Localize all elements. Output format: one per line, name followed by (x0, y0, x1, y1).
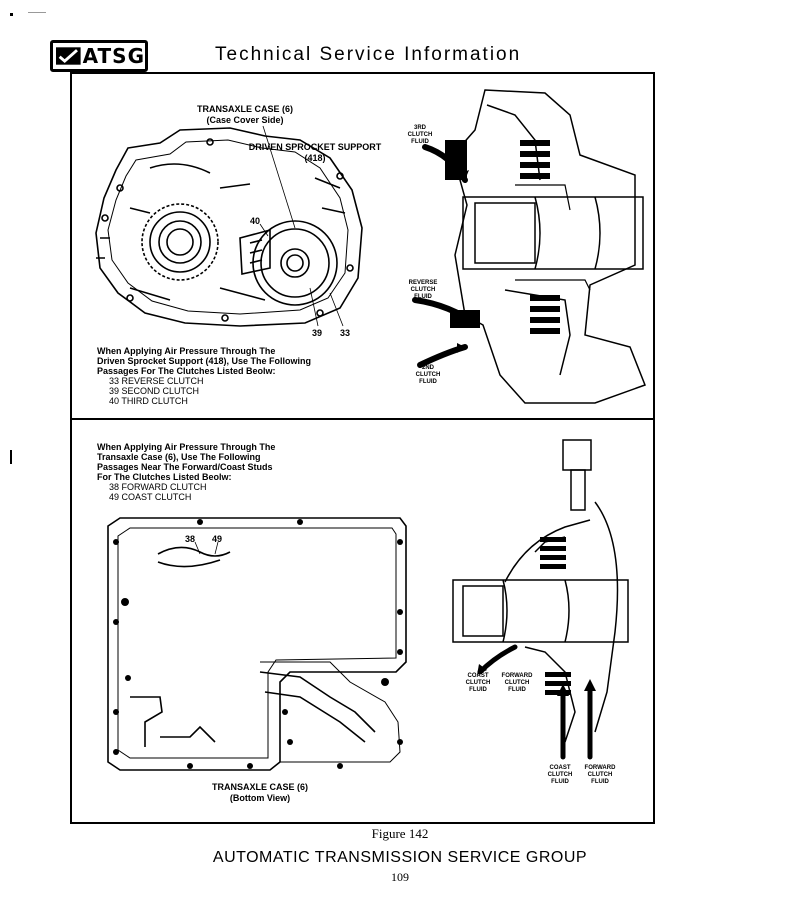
fluid-label-line: FLUID (591, 779, 609, 785)
bottom-note-line: Transaxle Case (6), Use The Following (97, 452, 261, 462)
fluid-label-line: CLUTCH (407, 132, 433, 138)
clutch-item: 33 REVERSE CLUTCH (109, 376, 204, 386)
fluid-label-forward-upper: FORWARD CLUTCH FLUID (495, 673, 539, 694)
top-case-label: TRANSAXLE CASE (6) (Case Cover Side) (175, 104, 315, 126)
fluid-label-line: CLUTCH (415, 372, 441, 378)
fluid-label-line: COAST (467, 673, 489, 679)
fluid-label-line: FORWARD (584, 765, 616, 771)
scan-mark (10, 13, 13, 16)
case-cover-drawing (95, 125, 363, 327)
clutch-cross-section-top (412, 89, 646, 404)
fluid-label-line: CLUTCH (587, 772, 613, 778)
clutch-item: 38 FORWARD CLUTCH (109, 482, 207, 492)
header-title: Technical Service Information (215, 44, 522, 65)
clutch-item: 49 COAST CLUTCH (109, 492, 192, 502)
fluid-label-line: CLUTCH (504, 680, 530, 686)
top-note-line: When Applying Air Pressure Through The (97, 346, 276, 356)
callout-49: 49 (212, 534, 223, 544)
scan-mark (28, 12, 46, 13)
fluid-label-line: FLUID (411, 139, 429, 145)
fluid-label-line: FORWARD (501, 673, 533, 679)
fluid-label-reverse: REVERSE CLUTCH FLUID (400, 280, 446, 301)
atsg-logo: ATSG (50, 40, 148, 72)
panel-divider (70, 418, 655, 420)
clutch-item: 40 THIRD CLUTCH (109, 396, 188, 406)
fluid-label-forward-lower: FORWARD CLUTCH FLUID (578, 765, 622, 786)
fluid-label-line: CLUTCH (547, 772, 573, 778)
top-note-line: Passages For The Clutches Listed Beolw: (97, 366, 276, 376)
footer-title: AUTOMATIC TRANSMISSION SERVICE GROUP (212, 849, 588, 866)
bottom-case-title: TRANSAXLE CASE (6) (211, 782, 308, 792)
fluid-label-line: FLUID (508, 687, 526, 693)
support-number: (418) (304, 153, 326, 163)
clutch-cross-section-bottom (452, 439, 629, 760)
fluid-label-line: FLUID (469, 687, 487, 693)
top-note-line: Driven Sprocket Support (418), Use The F… (97, 356, 312, 366)
figure-caption: Figure 142 (371, 826, 429, 841)
bottom-case-subtitle: (Bottom View) (229, 793, 291, 803)
fluid-label-2nd: 2ND CLUTCH FLUID (408, 365, 448, 386)
checkmark-icon (56, 47, 81, 65)
bottom-note: When Applying Air Pressure Through The T… (97, 442, 347, 502)
top-case-title: TRANSAXLE CASE (6) (196, 104, 293, 114)
support-title: DRIVEN SPROCKET SUPPORT (248, 142, 382, 152)
callout-40: 40 (250, 216, 261, 226)
fluid-label-line: FLUID (419, 379, 437, 385)
bottom-case-label: TRANSAXLE CASE (6) (Bottom View) (190, 782, 330, 804)
top-note: When Applying Air Pressure Through The D… (97, 346, 357, 406)
fluid-label-line: 3RD (413, 125, 426, 131)
callout-39: 39 (312, 328, 323, 338)
fluid-label-line: FLUID (551, 779, 569, 785)
top-case-subtitle: (Case Cover Side) (206, 115, 284, 125)
figure-frame (70, 72, 655, 824)
fluid-label-coast-lower: COAST CLUTCH FLUID (540, 765, 580, 786)
page-number: 109 (391, 870, 409, 884)
callout-38: 38 (185, 534, 196, 544)
callout-33: 33 (340, 328, 351, 338)
bottom-note-line: For The Clutches Listed Beolw: (97, 472, 232, 482)
fluid-label-coast-upper: COAST CLUTCH FLUID (458, 673, 498, 694)
scan-mark (10, 450, 12, 464)
fluid-label-line: CLUTCH (410, 287, 436, 293)
fluid-label-3rd: 3RD CLUTCH FLUID (400, 125, 440, 146)
support-label: DRIVEN SPROCKET SUPPORT (418) (245, 142, 385, 164)
fluid-label-line: COAST (549, 765, 571, 771)
case-bottom-drawing (107, 517, 407, 771)
fluid-label-line: REVERSE (408, 280, 438, 286)
bottom-note-line: Passages Near The Forward/Coast Studs (97, 462, 273, 472)
logo-text: ATSG (82, 44, 145, 68)
fluid-label-line: 2ND (421, 365, 434, 371)
bottom-note-line: When Applying Air Pressure Through The (97, 442, 276, 452)
clutch-item: 39 SECOND CLUTCH (109, 386, 200, 396)
fluid-label-line: CLUTCH (465, 680, 491, 686)
fluid-label-line: FLUID (414, 294, 432, 300)
